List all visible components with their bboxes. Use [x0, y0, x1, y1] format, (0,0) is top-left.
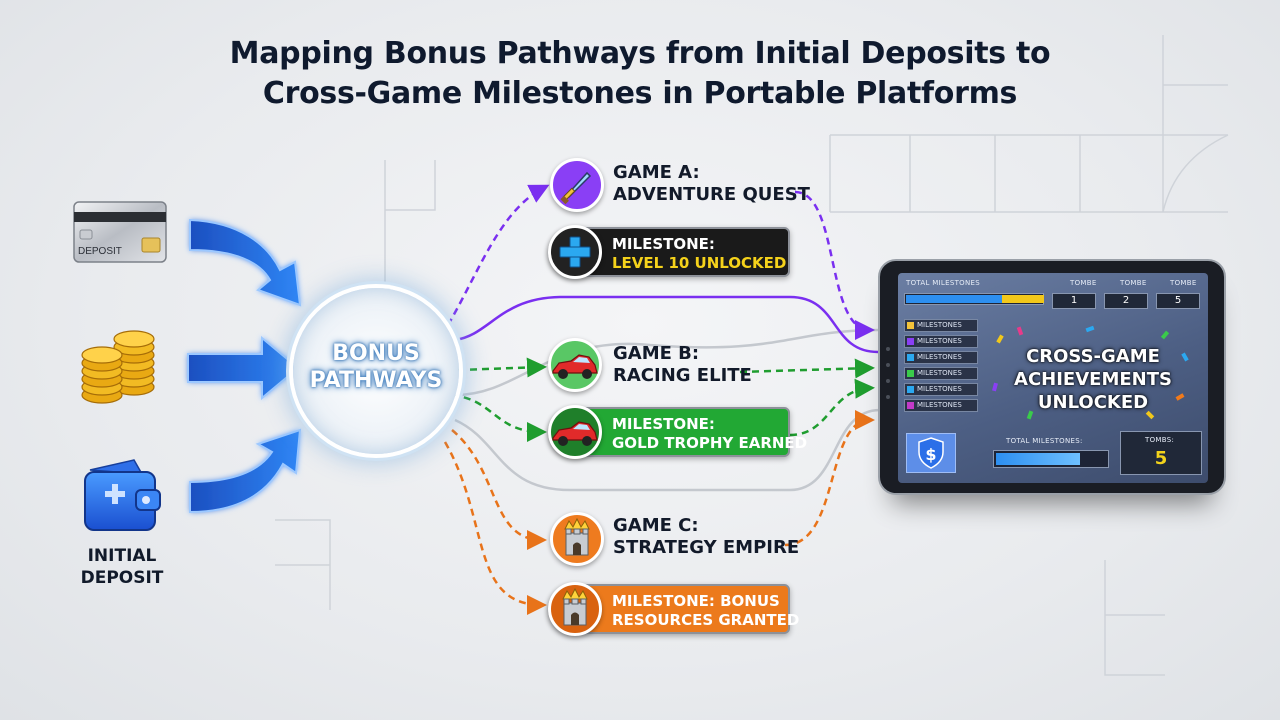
game-a-line-1: GAME A:: [613, 162, 700, 183]
path-gold-trophy-to-tablet: [789, 378, 875, 437]
cross-game-line-2: ACHIEVEMENTS: [1014, 369, 1172, 390]
wallet-icon: [84, 459, 161, 531]
game-b-label: GAME B: RACING ELITE: [613, 343, 752, 387]
cross-game-line-1: CROSS-GAME: [1026, 346, 1160, 367]
dollar-shield-icon: $: [906, 433, 956, 473]
tablet-col-value-2: 2: [1104, 293, 1148, 309]
tablet-col-value-3: 5: [1156, 293, 1200, 309]
path-hub-to-game-b: [457, 357, 547, 378]
title-line-1: Mapping Bonus Pathways from Initial Depo…: [229, 36, 1051, 71]
hub-line-2: PATHWAYS: [309, 368, 443, 393]
deposit-label-line-1: INITIAL: [87, 546, 157, 566]
game-b-line-1: GAME B:: [613, 343, 700, 364]
tablet-progress-bar: [904, 293, 1044, 305]
gray-route-top: [454, 328, 881, 397]
sword-icon: [550, 158, 604, 212]
race-car-icon: [548, 405, 602, 459]
race-car-icon: [548, 338, 602, 392]
game-a-line-2: ADVENTURE QUEST: [613, 184, 810, 205]
initial-deposit-label: INITIAL DEPOSIT: [72, 545, 172, 589]
tablet-bottom-right-label: TOMBS:: [1145, 436, 1175, 444]
milestone-1-line-1: MILESTONE:: [612, 235, 715, 253]
castle-crown-icon: [550, 512, 604, 566]
path-hub-to-bonus-resources: [443, 441, 547, 615]
tablet-list-item: MILESTONES: [904, 383, 978, 396]
game-c-line-1: GAME C:: [613, 515, 699, 536]
tablet-bottom-progress-bar: [993, 450, 1109, 468]
tablet-list-item: MILESTONES: [904, 367, 978, 380]
tablet-bottom-total-label: TOTAL MILESTONES:: [1006, 437, 1083, 445]
tablet-col-label-1: TOMBE: [1070, 279, 1097, 287]
title-line-2: Cross-Game Milestones in Portable Platfo…: [262, 76, 1018, 111]
path-hub-to-game-a: [446, 184, 550, 326]
cross-game-achievements-text: CROSS-GAME ACHIEVEMENTS UNLOCKED: [998, 345, 1188, 414]
svg-text:$: $: [925, 445, 936, 464]
milestone-2-line-2: GOLD TROPHY EARNED: [612, 434, 808, 452]
tablet-bottom-right-value: 5: [1154, 448, 1168, 469]
gold-coins-icon: [81, 330, 155, 404]
card-deposit-text: DEPOSIT: [78, 246, 122, 257]
milestone-bonus-resources: MILESTONE: BONUS RESOURCES GRANTED: [548, 582, 799, 636]
path-game-b-to-tablet: [739, 358, 875, 379]
path-game-c-to-tablet: [784, 410, 875, 547]
credit-card-icon: DEPOSIT: [73, 201, 167, 263]
game-c-label: GAME C: STRATEGY EMPIRE: [613, 515, 799, 559]
tablet-list-item: MILESTONES: [904, 351, 978, 364]
tablet-col-label-2: TOMBE: [1120, 279, 1147, 287]
plus-icon: [548, 225, 602, 279]
milestone-2-line-1: MILESTONE:: [612, 415, 715, 433]
milestone-3-line-1: MILESTONE: BONUS: [612, 592, 780, 610]
page-title: Mapping Bonus Pathways from Initial Depo…: [0, 34, 1280, 114]
tablet-device: TOTAL MILESTONES TOMBE TOMBE TOMBE 1 2 5…: [878, 259, 1226, 495]
cross-game-line-3: UNLOCKED: [1037, 392, 1149, 413]
confetti-decoration: [992, 325, 1189, 420]
gray-route-bottom: [454, 408, 881, 492]
tablet-screen: TOTAL MILESTONES TOMBE TOMBE TOMBE 1 2 5…: [898, 273, 1208, 483]
path-game-a-to-tablet: [794, 190, 875, 340]
tablet-list-item: MILESTONES: [904, 335, 978, 348]
blue-arrow-bottom: [189, 428, 302, 514]
milestone-3-line-2: RESOURCES GRANTED: [612, 611, 800, 629]
deposit-label-line-2: DEPOSIT: [80, 568, 164, 588]
bonus-pathways-hub: BONUS PATHWAYS: [293, 288, 459, 454]
path-hub-to-tablet-purple: [454, 295, 879, 354]
tablet-list-item: MILESTONES: [904, 399, 978, 412]
tablet-list-item: MILESTONES: [904, 319, 978, 332]
hub-line-1: BONUS: [332, 341, 420, 366]
tablet-total-box: TOMBS: 5: [1120, 431, 1202, 475]
path-hub-to-gold-trophy: [451, 393, 547, 442]
game-b-line-2: RACING ELITE: [613, 365, 752, 386]
blue-arrow-middle: [187, 335, 300, 401]
game-a-label: GAME A: ADVENTURE QUEST: [613, 162, 810, 206]
tablet-total-label: TOTAL MILESTONES: [906, 279, 980, 287]
milestone-level-10: MILESTONE: LEVEL 10 UNLOCKED: [548, 225, 790, 279]
castle-crown-icon: [548, 582, 602, 636]
tablet-col-label-3: TOMBE: [1170, 279, 1197, 287]
game-c-line-2: STRATEGY EMPIRE: [613, 537, 800, 558]
path-hub-to-game-c: [451, 429, 547, 550]
milestone-1-line-2: LEVEL 10 UNLOCKED: [612, 254, 787, 272]
tablet-col-value-1: 1: [1052, 293, 1096, 309]
milestone-gold-trophy: MILESTONE: GOLD TROPHY EARNED: [548, 405, 807, 459]
blue-arrow-top: [189, 218, 302, 307]
